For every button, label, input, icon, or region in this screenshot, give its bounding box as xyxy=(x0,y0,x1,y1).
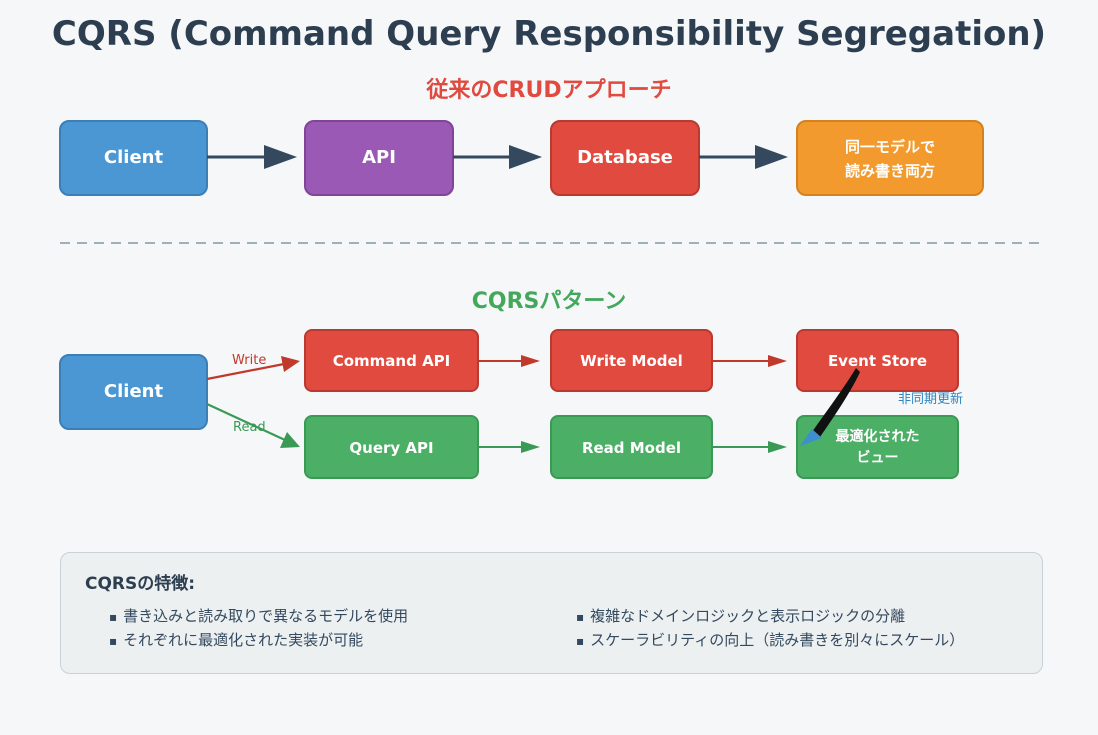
crud-model-line1: 同一モデルで xyxy=(845,138,935,156)
command-api-label: Command API xyxy=(333,352,451,370)
crud-client-box: Client xyxy=(59,120,208,196)
optimized-view-line1: 最適化された xyxy=(836,428,920,445)
write-arrow xyxy=(206,356,300,381)
query-api-label: Query API xyxy=(349,439,433,457)
feature-item: 書き込みと読み取りで異なるモデルを使用 xyxy=(109,605,408,626)
feature-item: 複雑なドメインロジックと表示ロジックの分離 xyxy=(576,605,905,626)
crud-api-box: API xyxy=(304,120,454,196)
read-to-view-arrow xyxy=(712,441,787,453)
query-to-read-arrow xyxy=(478,441,540,453)
read-label: Read xyxy=(233,420,266,435)
crud-arrow-database-model xyxy=(699,145,788,169)
async-update-arrow xyxy=(800,368,860,446)
write-model-label: Write Model xyxy=(580,352,683,370)
async-update-label: 非同期更新 xyxy=(898,391,963,407)
crud-section-title: 従来のCRUDアプローチ xyxy=(426,78,672,103)
feature-item: それぞれに最適化された実装が可能 xyxy=(109,629,363,650)
cqrs-section-title: CQRSパターン xyxy=(471,289,627,314)
read-model-label: Read Model xyxy=(582,439,681,457)
cqrs-client-label: Client xyxy=(104,381,164,402)
diagram-title: CQRS (Command Query Responsibility Segre… xyxy=(51,14,1047,54)
crud-client-label: Client xyxy=(104,147,164,168)
query-api-box: Query API xyxy=(304,415,479,479)
read-model-box: Read Model xyxy=(550,415,713,479)
crud-api-label: API xyxy=(362,147,396,168)
feature-item: スケーラビリティの向上（読み書きを別々にスケール） xyxy=(576,629,964,650)
crud-database-label: Database xyxy=(577,147,673,168)
features-panel: CQRSの特徴: 書き込みと読み取りで異なるモデルを使用 それぞれに最適化された… xyxy=(60,552,1043,674)
read-arrow xyxy=(206,403,300,448)
crud-database-box: Database xyxy=(550,120,700,196)
cqrs-client-box: Client xyxy=(59,354,208,430)
command-to-write-arrow xyxy=(478,355,540,367)
crud-model-line2: 読み書き両方 xyxy=(845,162,935,180)
crud-arrow-api-database xyxy=(453,145,542,169)
optimized-view-box: 最適化された ビュー xyxy=(796,415,959,479)
write-to-event-arrow xyxy=(712,355,787,367)
write-label: Write xyxy=(232,353,266,368)
optimized-view-line2: ビュー xyxy=(857,450,899,466)
event-store-label: Event Store xyxy=(828,352,927,370)
command-api-box: Command API xyxy=(304,329,479,392)
crud-shared-model-box: 同一モデルで 読み書き両方 xyxy=(796,120,984,196)
crud-arrow-client-api xyxy=(207,145,297,169)
write-model-box: Write Model xyxy=(550,329,713,392)
features-heading: CQRSの特徴: xyxy=(85,574,196,594)
event-store-box: Event Store xyxy=(796,329,959,392)
